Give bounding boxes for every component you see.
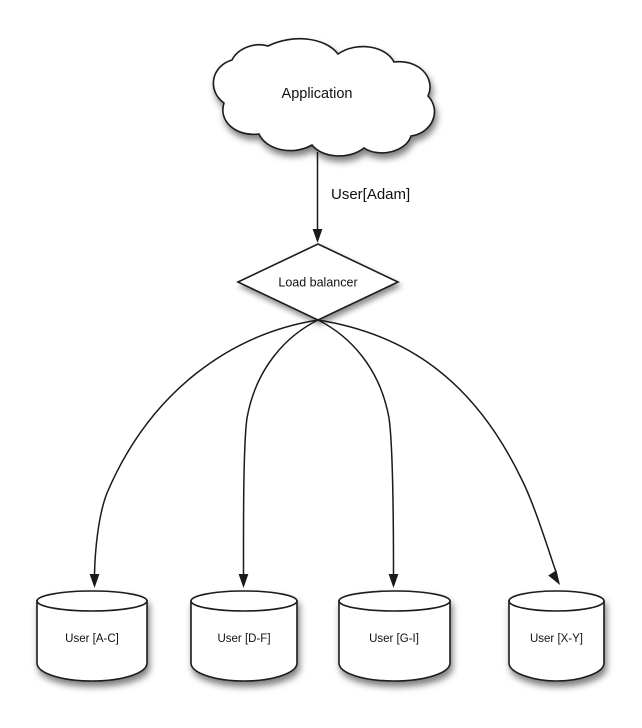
edge-balancer-to-db-2 — [238, 319, 319, 588]
arrow-head-icon — [388, 574, 399, 588]
database-4-label: User [X-Y] — [530, 633, 583, 645]
database-1-label: User [A-C] — [65, 633, 119, 645]
arrow-head-icon — [89, 574, 100, 588]
node-load-balancer[interactable]: Load balancer — [236, 243, 400, 321]
arrow-head-icon — [548, 570, 560, 585]
database-2-label: User [D-F] — [217, 633, 270, 645]
edge-balancer-to-db-1 — [89, 319, 319, 588]
edge-balancer-to-db-3 — [317, 319, 399, 588]
edge-label-user-adam: User[Adam] — [331, 186, 410, 203]
node-application-cloud[interactable]: Application — [212, 37, 436, 157]
application-label: Application — [282, 86, 353, 102]
arrow-head-icon — [312, 229, 323, 243]
node-database-3[interactable]: User [G-I] — [338, 590, 451, 682]
load-balancer-label: Load balancer — [278, 275, 357, 289]
edge-application-to-balancer: User[Adam] — [312, 152, 410, 243]
node-database-2[interactable]: User [D-F] — [190, 590, 298, 682]
node-database-4[interactable]: User [X-Y] — [508, 590, 605, 682]
edge-balancer-to-db-4 — [317, 319, 560, 585]
node-database-1[interactable]: User [A-C] — [36, 590, 148, 682]
database-3-label: User [G-I] — [369, 633, 419, 645]
arrow-head-icon — [238, 574, 249, 588]
